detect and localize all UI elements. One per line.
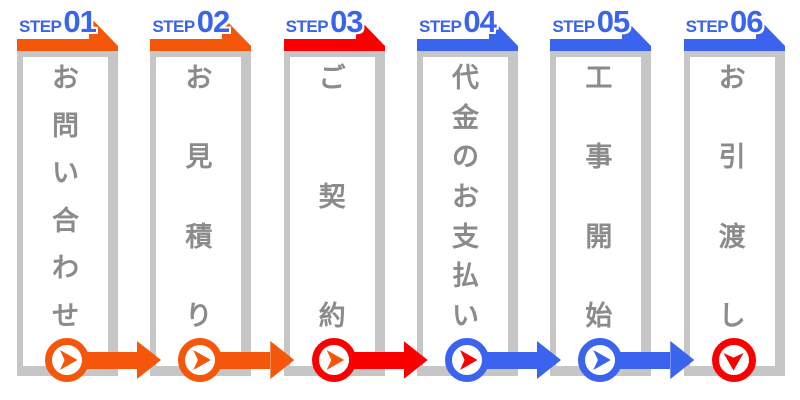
step-word: STEP <box>152 17 195 36</box>
play-pointer-icon <box>60 350 78 370</box>
step-title: 工事開始 <box>585 63 613 331</box>
step-column-4: STEP 04 代金のお支払い <box>400 0 561 400</box>
step-title: お問い合わせ <box>52 63 79 331</box>
ribbon-shape <box>416 16 518 52</box>
step-card: ご契約 <box>283 51 385 376</box>
play-pointer-icon <box>193 350 211 370</box>
step-label: STEP 06 <box>685 4 764 39</box>
step-card: お見積り <box>150 51 252 376</box>
step-number: 05 <box>596 4 630 39</box>
ribbon-shape <box>683 16 785 52</box>
step-title: お引渡し <box>718 63 746 331</box>
step-marker-circle <box>178 338 223 382</box>
step-number: 03 <box>330 4 363 39</box>
step-marker-circle <box>45 338 89 382</box>
step-word: STEP <box>418 17 462 36</box>
step-word: STEP <box>285 17 329 36</box>
ribbon-shape <box>283 16 385 52</box>
step-number: 02 <box>196 4 230 39</box>
step-column-6: STEP 06 お引渡し <box>667 0 800 400</box>
step-word: STEP <box>685 17 729 36</box>
step-column-5: STEP 05 工事開始 <box>533 0 695 400</box>
step-column-3: STEP 03 ご契約 <box>267 0 428 400</box>
step-title: ご契約 <box>318 63 346 331</box>
play-pointer-icon <box>593 350 611 370</box>
step-number: 01 <box>63 4 96 39</box>
step-label: STEP 03 <box>285 4 364 39</box>
step-title: 代金のお支払い <box>451 63 479 331</box>
step-label: STEP 02 <box>152 4 230 39</box>
step-marker-circle <box>311 338 356 382</box>
step-card: お引渡し <box>683 51 785 376</box>
step-word: STEP <box>19 17 62 36</box>
step-column-2: STEP 02 お見積り <box>133 0 295 400</box>
step-card: 代金のお支払い <box>416 51 518 376</box>
step-word: STEP <box>552 17 595 36</box>
step-column-1: STEP 01 お問い合わせ <box>0 0 161 400</box>
play-pointer-icon <box>326 350 345 370</box>
play-pointer-icon <box>460 350 478 370</box>
step-title: お見積り <box>185 63 213 331</box>
step-marker-circle <box>711 338 756 382</box>
step-label: STEP 05 <box>552 4 630 39</box>
step-number: 04 <box>463 4 496 39</box>
ribbon-shape <box>150 16 252 52</box>
step-label: STEP 04 <box>418 4 497 39</box>
step-number: 06 <box>730 4 763 39</box>
step-card: お問い合わせ <box>17 51 118 376</box>
ribbon-shape <box>17 16 118 52</box>
step-marker-circle <box>578 338 623 382</box>
down-pointer-icon <box>724 352 744 371</box>
step-marker-circle <box>444 338 489 382</box>
step-label: STEP 01 <box>19 4 97 39</box>
step-card: 工事開始 <box>550 51 652 376</box>
ribbon-shape <box>550 16 652 52</box>
